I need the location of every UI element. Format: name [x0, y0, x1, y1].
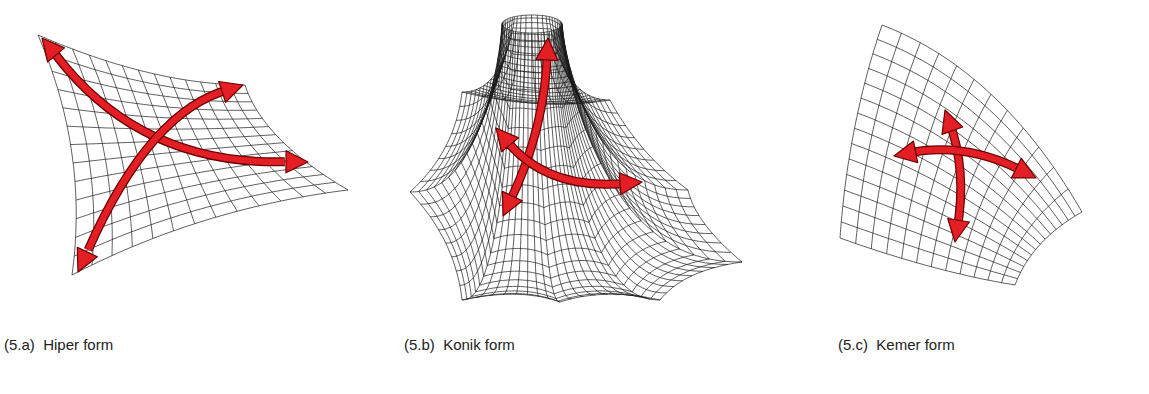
- conic-radial-line: [547, 32, 595, 295]
- arrow-head: [1011, 158, 1036, 178]
- arrow-head: [948, 219, 970, 243]
- conic-ring-line: [427, 91, 710, 299]
- conic-radial-line: [421, 23, 503, 182]
- arrow-head: [502, 191, 522, 216]
- conic-radial-line: [561, 26, 712, 234]
- conic-radial-line: [561, 27, 742, 262]
- arrow-shaft: [509, 51, 548, 204]
- arrow-head: [942, 110, 963, 134]
- arch-mesh-line: [840, 25, 882, 238]
- conic-radial-line: [439, 27, 504, 230]
- arch-mesh-line: [855, 128, 1041, 244]
- conic-radial-line: [562, 25, 706, 224]
- arch-mesh-line: [931, 94, 991, 266]
- hyper-mesh-line: [89, 55, 132, 247]
- conic-radial-line: [558, 28, 682, 280]
- arch-mesh-line: [877, 39, 1075, 216]
- arch-mesh-line: [845, 190, 1024, 266]
- hyper-mesh-line: [230, 85, 325, 194]
- arch-mesh-line: [852, 144, 1036, 250]
- arch-mesh-line: [902, 66, 957, 258]
- conic-radial-line: [554, 30, 646, 297]
- conic-radial-line: [421, 24, 502, 204]
- arrow-shaft: [56, 55, 285, 162]
- arrow-outline: [904, 150, 1026, 173]
- arch-mesh-line: [856, 33, 902, 243]
- arch-mesh-line: [871, 43, 920, 249]
- arrow-outline: [56, 55, 285, 162]
- hyper-mesh-line: [216, 84, 303, 197]
- arch-mesh-line: [847, 175, 1028, 261]
- conic-radial-line: [562, 23, 676, 181]
- conic-radial-line: [556, 29, 666, 293]
- arrow-outline: [88, 89, 230, 250]
- conic-radial-line: [410, 23, 502, 192]
- arch-mesh-line: [1015, 212, 1082, 285]
- arrow-shaft: [948, 118, 961, 232]
- arrow-head: [536, 38, 558, 61]
- arch-mesh-line: [873, 54, 1069, 221]
- conic-radial-line: [482, 16, 518, 96]
- arch-mesh-line: [946, 111, 1008, 271]
- figure-caption: (5.a) Hiper form: [4, 336, 113, 353]
- arrow-head: [619, 173, 642, 195]
- arrow-head: [42, 38, 65, 62]
- conic-radial-line: [550, 31, 608, 294]
- arrow-head: [219, 82, 243, 103]
- arrow-head: [496, 128, 519, 152]
- conic-radial-line: [553, 30, 633, 295]
- arrow-shaft: [88, 89, 230, 250]
- conic-radial-line: [430, 25, 502, 216]
- arrow-outline: [948, 118, 961, 232]
- mesh-group: [38, 15, 1082, 302]
- arch-mesh-line: [1002, 189, 1069, 283]
- arch-mesh-line: [917, 79, 975, 262]
- figure-caption: (5.b) Konik form: [404, 336, 515, 353]
- arrow-head: [894, 141, 918, 163]
- arch-mesh-line: [841, 222, 1017, 279]
- conic-radial-line: [551, 31, 620, 295]
- arrow-head: [77, 247, 97, 272]
- hyper-mesh-line: [245, 85, 348, 190]
- arch-mesh-line: [882, 25, 1082, 212]
- arrow-outline: [503, 137, 629, 185]
- arrow-group: [42, 38, 1036, 272]
- arrow-shaft: [503, 137, 629, 185]
- hyper-mesh-line: [63, 108, 262, 119]
- conic-radial-line: [557, 29, 674, 287]
- arrow-shaft: [904, 150, 1026, 173]
- conic-radial-line: [555, 18, 626, 126]
- arch-mesh-line: [988, 167, 1054, 280]
- arrow-head: [286, 151, 308, 173]
- figure-caption: (5.c) Kemer form: [838, 336, 955, 353]
- arrow-outline: [509, 51, 548, 204]
- conic-radial-line: [446, 28, 505, 243]
